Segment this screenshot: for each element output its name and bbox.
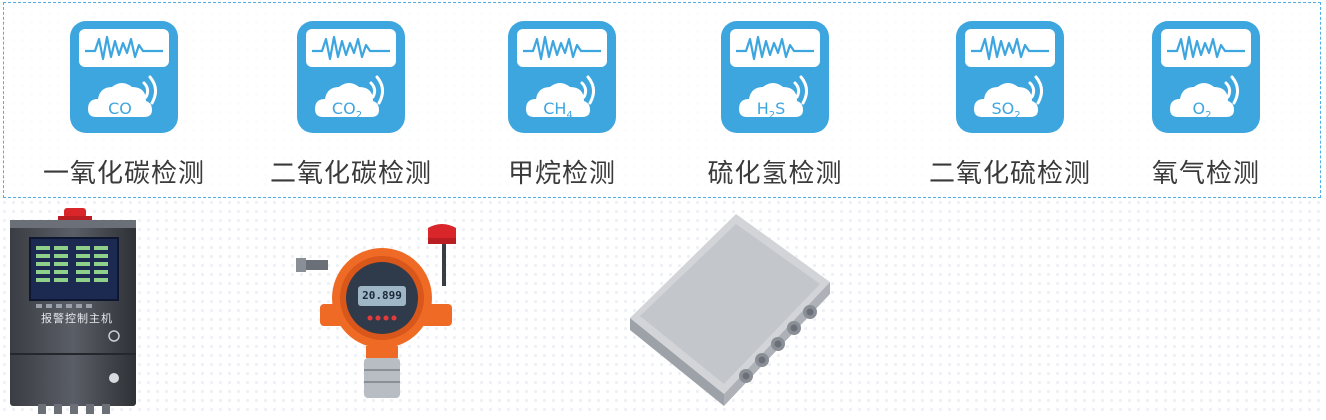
sensor-co: CO 一氧化碳检测 <box>24 21 224 190</box>
detector-display-value: 20.899 <box>362 289 402 302</box>
cloud-icon: O2 <box>1170 73 1240 123</box>
so2-sensor-icon: SO2 <box>956 21 1064 133</box>
sensor-o2: O2 氧气检测 <box>1106 21 1306 190</box>
controller-label: 报警控制主机 <box>41 312 113 325</box>
sensor-ch4: CH4 甲烷检测 <box>462 21 662 190</box>
ch4-sensor-icon: CH4 <box>508 21 616 133</box>
cloud-icon: CH4 <box>526 73 596 123</box>
co-sensor-icon: CO <box>70 21 178 133</box>
gas-formula: CO2 <box>331 99 363 122</box>
sensor-co2: CO2 二氧化碳检测 <box>251 21 451 190</box>
waveform-screen <box>306 29 396 67</box>
sensor-so2: SO2 二氧化硫检测 <box>910 21 1110 190</box>
waveform-screen <box>965 29 1055 67</box>
waveform-screen <box>79 29 169 67</box>
sensor-label: 一氧化碳检测 <box>42 159 205 189</box>
gas-formula: SO2 <box>991 99 1021 122</box>
junction-box <box>626 208 836 414</box>
cloud-icon: H2S <box>739 73 809 123</box>
sensor-label: 氧气检测 <box>1151 159 1260 189</box>
gas-formula: CO <box>108 99 132 118</box>
o2-sensor-icon: O2 <box>1152 21 1260 133</box>
sensor-label: 二氧化硫检测 <box>928 159 1091 189</box>
gas-formula: O2 <box>1192 99 1212 122</box>
fixed-gas-detector: 20.899 <box>296 218 466 418</box>
gas-formula: CH4 <box>543 99 573 122</box>
waveform-screen <box>1161 29 1251 67</box>
cloud-icon: CO <box>88 73 158 123</box>
gas-formula: H2S <box>756 99 786 122</box>
sensor-h2s: H2S 硫化氢检测 <box>675 21 875 190</box>
waveform-screen <box>730 29 820 67</box>
sensor-label: 硫化氢检测 <box>707 159 843 189</box>
waveform-screen <box>517 29 607 67</box>
sensor-label: 甲烷检测 <box>507 159 616 189</box>
alarm-controller-cabinet: 报警控制主机 <box>0 206 150 420</box>
sensor-label: 二氧化碳检测 <box>269 159 432 189</box>
cloud-icon: SO2 <box>974 73 1044 123</box>
co2-sensor-icon: CO2 <box>297 21 405 133</box>
cloud-icon: CO2 <box>315 73 385 123</box>
gas-detection-types-panel: CO 一氧化碳检测 CO2 二氧化碳检测 <box>3 2 1321 198</box>
h2s-sensor-icon: H2S <box>721 21 829 133</box>
